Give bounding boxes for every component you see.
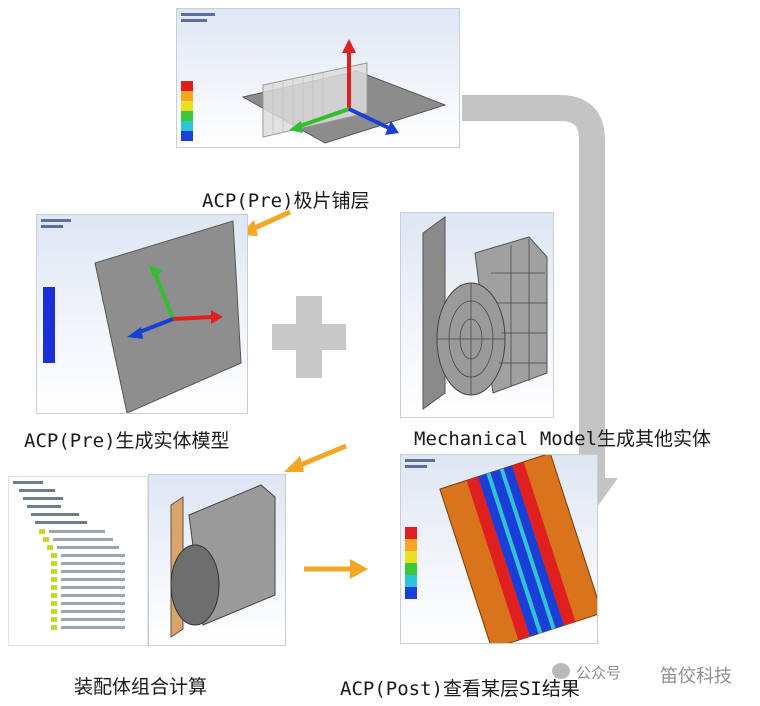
panel-si-result bbox=[400, 454, 598, 644]
orange-arrow-3 bbox=[304, 559, 368, 579]
orange-arrow-2 bbox=[284, 443, 347, 472]
watermark-channel: 公众号 bbox=[576, 664, 622, 682]
watermark-brand: 笛佼科技 bbox=[660, 666, 732, 687]
panel-solid-model bbox=[36, 214, 248, 414]
panel-ply-layup bbox=[176, 8, 460, 148]
watermark: 公众号 笛佼科技 bbox=[552, 660, 756, 687]
plus-icon bbox=[272, 296, 346, 378]
wechat-icon bbox=[552, 663, 570, 679]
caption-step2: ACP(Pre)生成实体模型 bbox=[24, 430, 230, 452]
panel-mechanical-model bbox=[400, 212, 554, 418]
panel-model-tree bbox=[8, 476, 148, 646]
caption-step1: ACP(Pre)极片铺层 bbox=[202, 190, 370, 212]
caption-step5: ACP(Post)查看某层SI结果 bbox=[340, 678, 580, 700]
caption-step3: Mechanical Model生成其他实体 bbox=[414, 428, 712, 450]
panel-assembly bbox=[148, 474, 286, 646]
caption-step4: 装配体组合计算 bbox=[74, 676, 208, 698]
